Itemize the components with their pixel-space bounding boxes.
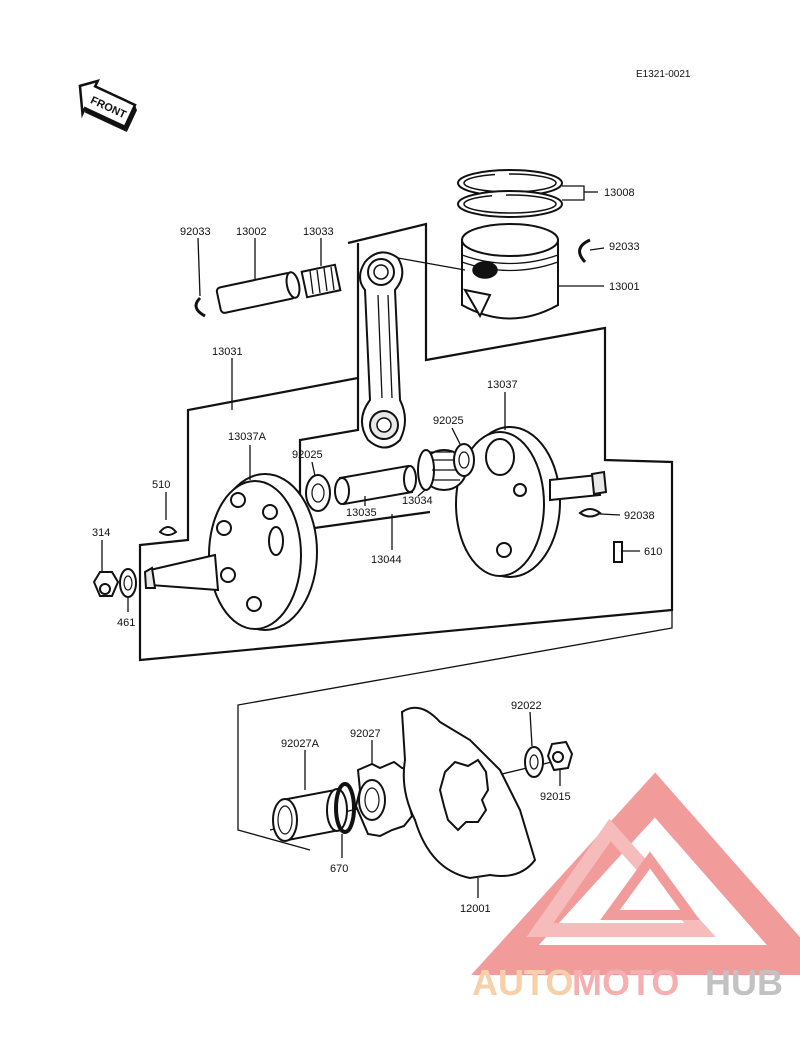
label-461: 461 bbox=[117, 617, 135, 629]
thrust-washer-left bbox=[305, 474, 331, 512]
label-92027A: 92027A bbox=[281, 738, 320, 750]
watermark-auto: AUTO bbox=[472, 962, 573, 1003]
watermark-logo: AUTO MOTO HUB bbox=[471, 772, 800, 1003]
crank-half-right bbox=[455, 426, 608, 578]
o-ring-670 bbox=[334, 782, 356, 834]
label-13037: 13037 bbox=[487, 379, 518, 391]
label-92038: 92038 bbox=[624, 510, 655, 522]
thrust-washer-right bbox=[453, 443, 475, 477]
woodruff-key-510 bbox=[158, 526, 178, 536]
plate-12001 bbox=[400, 706, 537, 880]
con-rod-outline bbox=[298, 378, 431, 532]
watermark-moto: MOTO bbox=[572, 962, 679, 1003]
nut-92015 bbox=[546, 740, 574, 772]
label-670: 670 bbox=[330, 863, 348, 875]
label-92025-right: 92025 bbox=[433, 415, 464, 427]
washer-92022 bbox=[524, 746, 544, 778]
crank-half-left bbox=[143, 473, 318, 631]
label-13035: 13035 bbox=[346, 507, 377, 519]
circlip-left bbox=[194, 296, 206, 318]
circlip-right bbox=[578, 238, 591, 264]
label-13034: 13034 bbox=[402, 495, 433, 507]
watermark-hub: HUB bbox=[705, 962, 783, 1003]
label-13031: 13031 bbox=[212, 346, 243, 358]
washer-461 bbox=[119, 568, 137, 598]
woodruff-key-92038 bbox=[578, 508, 602, 518]
label-13002: 13002 bbox=[236, 226, 267, 238]
label-92033-left: 92033 bbox=[180, 226, 211, 238]
front-arrow-icon: FRONT bbox=[78, 78, 137, 133]
label-92015: 92015 bbox=[540, 791, 571, 803]
small-end-bearing bbox=[300, 263, 342, 299]
label-13037A: 13037A bbox=[228, 431, 267, 443]
piston-pin bbox=[215, 271, 301, 314]
connecting-rod bbox=[359, 251, 406, 449]
lower-assembly-outline bbox=[237, 610, 673, 851]
label-92033-right: 92033 bbox=[609, 241, 640, 253]
label-13008: 13008 bbox=[604, 187, 635, 199]
label-510: 510 bbox=[152, 479, 170, 491]
label-92025-left: 92025 bbox=[292, 449, 323, 461]
label-12001: 12001 bbox=[460, 903, 491, 915]
diagram-code: E1321-0021 bbox=[636, 69, 691, 80]
dowel-pin-610 bbox=[613, 541, 623, 563]
crank-pin bbox=[334, 464, 417, 506]
label-13033: 13033 bbox=[303, 226, 334, 238]
label-92027: 92027 bbox=[350, 728, 381, 740]
nut-314 bbox=[92, 571, 120, 597]
label-13044: 13044 bbox=[371, 554, 402, 566]
label-314: 314 bbox=[92, 527, 110, 539]
label-92022: 92022 bbox=[511, 700, 542, 712]
piston bbox=[461, 223, 559, 320]
piston-rings bbox=[457, 169, 563, 218]
label-610: 610 bbox=[644, 546, 662, 558]
label-13001: 13001 bbox=[609, 281, 640, 293]
